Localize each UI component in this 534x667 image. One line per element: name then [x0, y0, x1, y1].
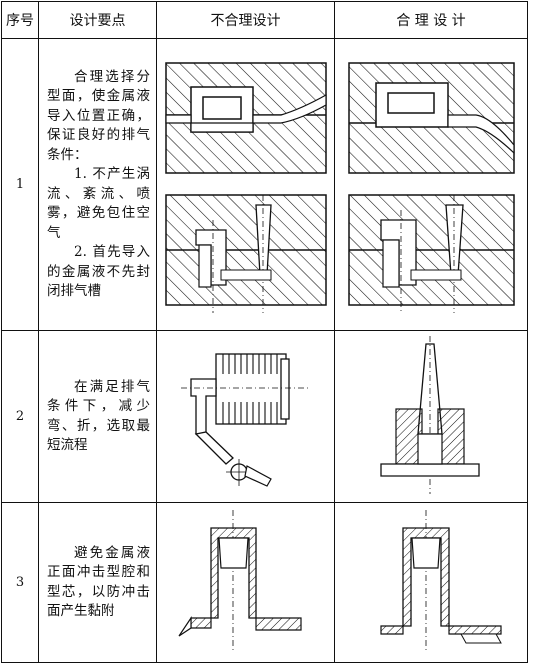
- header-point: 设计要点: [38, 1, 157, 39]
- bad-design-impact-diagram: [178, 509, 302, 653]
- design-point-text: 在满足排气条件下，减少弯、折，选取最短流程: [47, 378, 150, 454]
- row-number: 1: [1, 38, 39, 331]
- bad-design-cell: [156, 38, 335, 331]
- header-good: 合 理 设 计: [334, 1, 528, 39]
- header-no: 序号: [1, 1, 39, 39]
- table-row: 2 在满足排气条件下，减少弯、折，选取最短流程: [1, 330, 528, 503]
- bad-design-cell: [156, 330, 335, 503]
- design-point: 合理选择分型面，使金属液导入位置正确，保证良好的排气条件： 1. 不产生涡流、紊…: [38, 38, 157, 331]
- good-design-mold-diagram: [348, 61, 515, 313]
- table-row: 3 避免金属液正面冲击型腔和型芯，以防冲击面产生黏附: [1, 502, 528, 663]
- bad-design-cell: [156, 502, 335, 663]
- row-number: 3: [1, 502, 39, 663]
- table-header-row: 序号 设计要点 不合理设计 合 理 设 计: [1, 1, 528, 39]
- row-number: 2: [1, 330, 39, 503]
- bad-design-mold-diagram: [164, 61, 327, 313]
- design-point-text: 1. 不产生涡流、紊流、喷雾，避免包住空气: [47, 166, 150, 241]
- good-design-cell: [334, 38, 528, 331]
- design-point-text: 合理选择分型面，使金属液导入位置正确，保证良好的排气条件：: [47, 68, 150, 163]
- good-design-impact-diagram: [380, 509, 502, 653]
- header-bad: 不合理设计: [156, 1, 335, 39]
- design-point: 避免金属液正面冲击型腔和型芯，以防冲击面产生黏附: [38, 502, 157, 663]
- good-design-cell: [334, 502, 528, 663]
- design-point-text: 避免金属液正面冲击型腔和型芯，以防冲击面产生黏附: [47, 544, 150, 620]
- bad-design-runner-diagram: [180, 353, 311, 487]
- table-row: 1 合理选择分型面，使金属液导入位置正确，保证良好的排气条件： 1. 不产生涡流…: [1, 38, 528, 331]
- design-point-text: 2. 首先导入的金属液不先封闭排气槽: [47, 244, 150, 299]
- design-point: 在满足排气条件下，减少弯、折，选取最短流程: [38, 330, 157, 503]
- design-table: 序号 设计要点 不合理设计 合 理 设 计 1 合理选择分型面，使金属液导入位置…: [1, 1, 528, 663]
- good-design-cell: [334, 330, 528, 503]
- good-design-runner-diagram: [380, 336, 480, 494]
